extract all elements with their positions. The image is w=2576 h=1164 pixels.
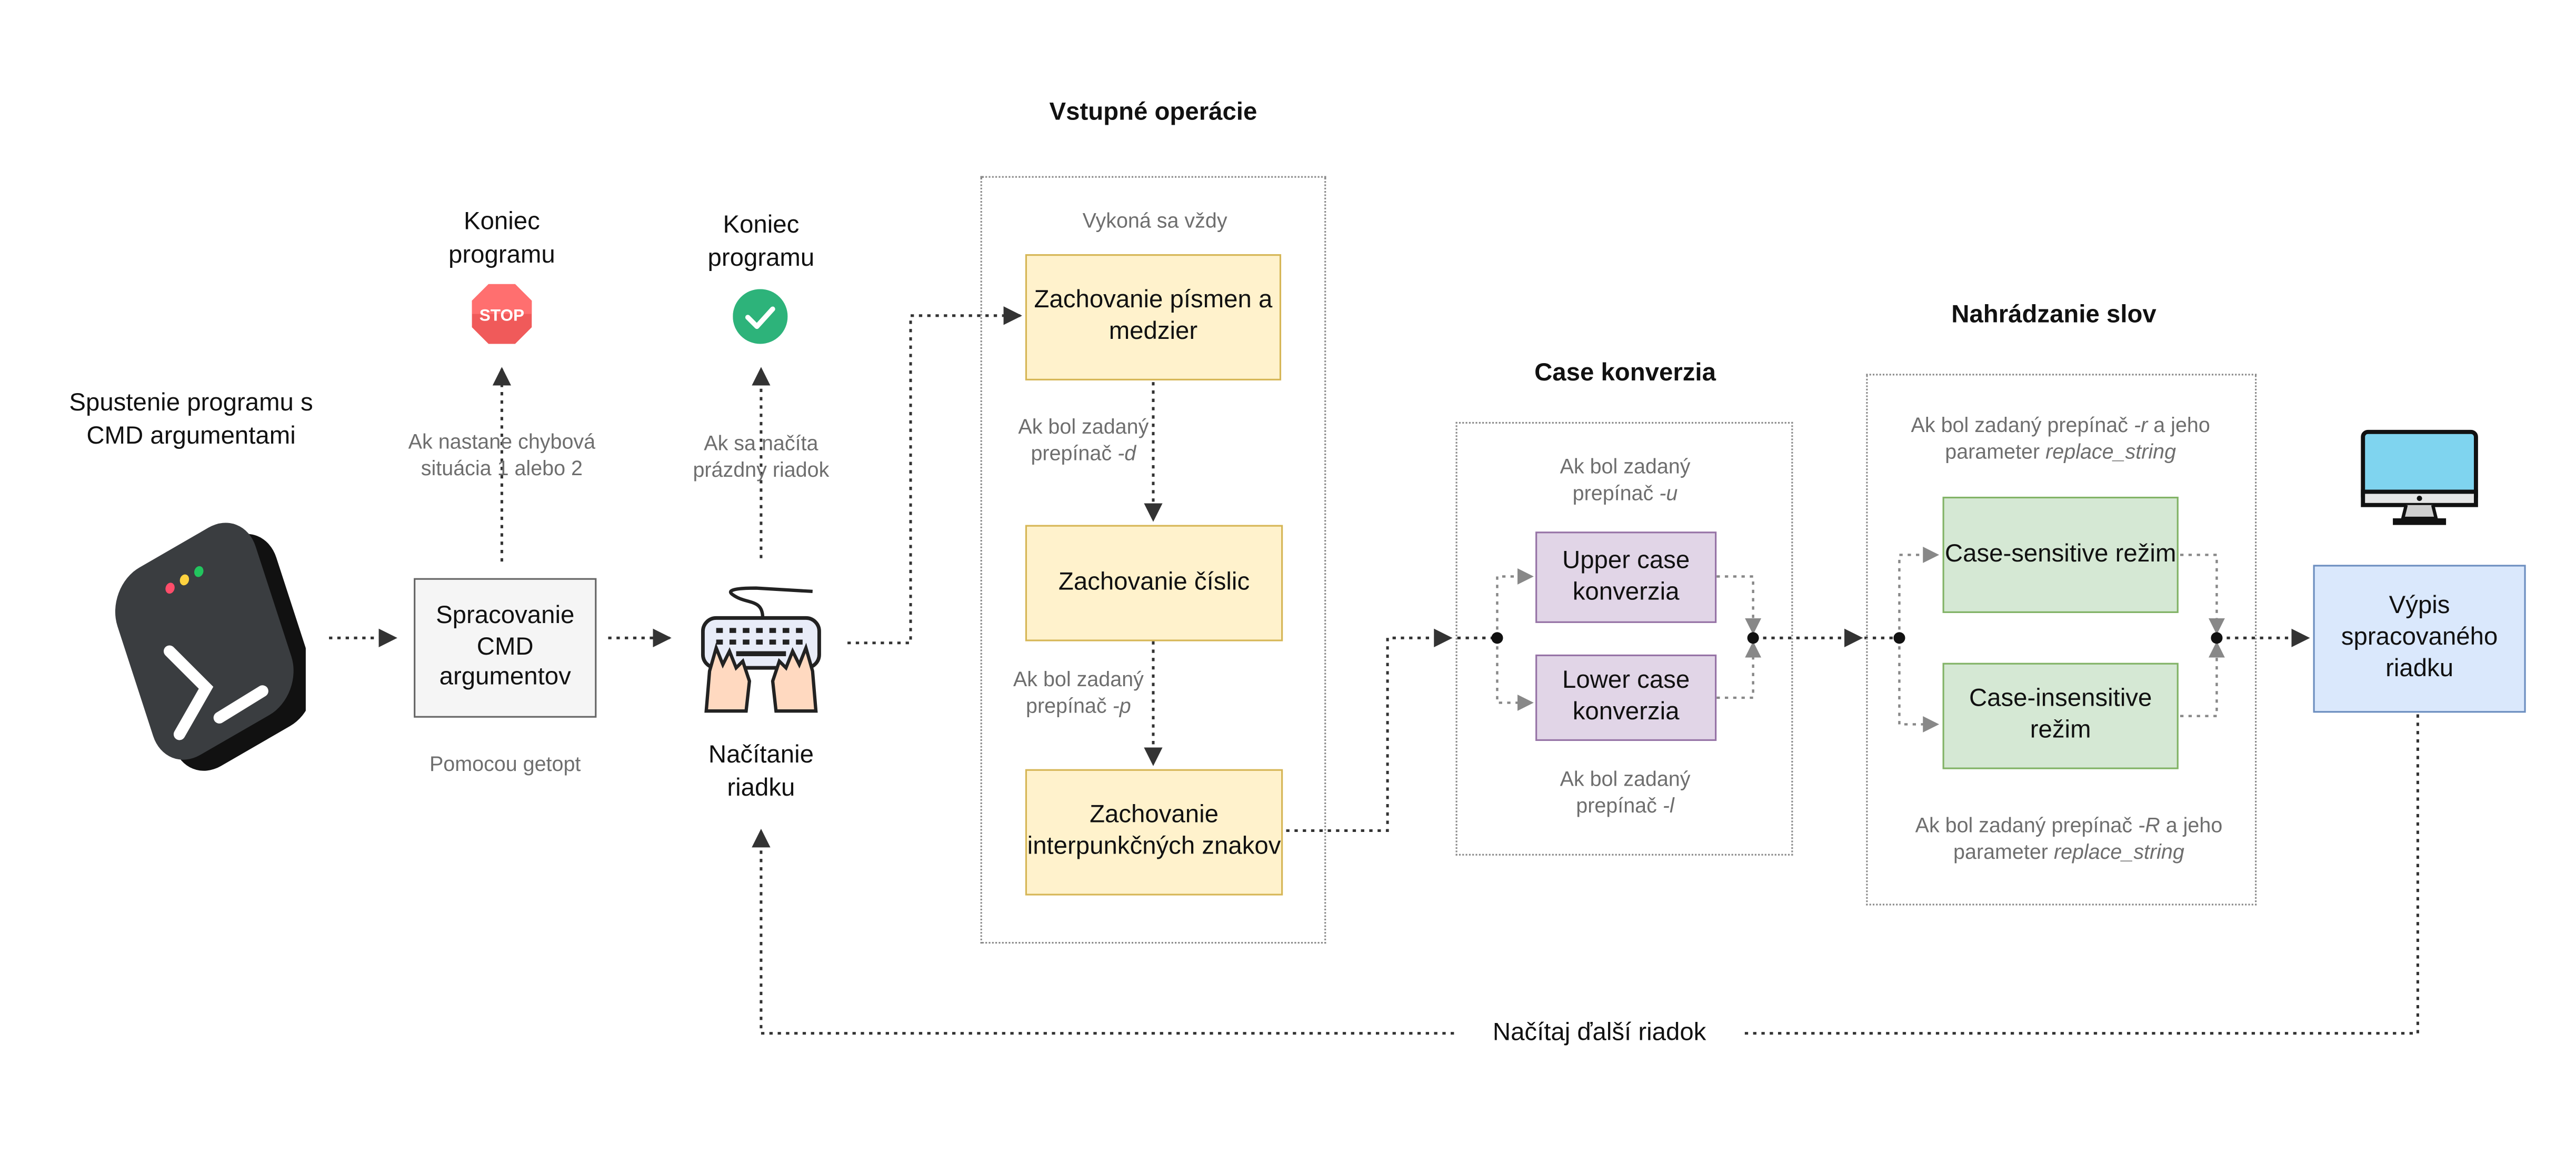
edge-upper-to-merge [1716, 575, 1762, 635]
edge-lower-to-merge [1716, 641, 1762, 699]
parse-end-label: Koniec programu [448, 207, 555, 268]
start-label: Spustenie programu s CMD argumentami [69, 388, 313, 449]
letters-box: Zachovanie písmen a medzier [1025, 254, 1282, 380]
cond-d-note: Ak bol zadaný prepínač -d [1018, 415, 1149, 465]
edge-read-to-input-ops [847, 306, 1022, 645]
edge-split-to-insensitive [1898, 638, 1940, 732]
case-merge-node [1747, 632, 1759, 644]
case-conv-group [1455, 422, 1793, 856]
output-box: Výpis spracovaného riadku [2313, 565, 2526, 713]
keyboard-hands-icon [701, 586, 821, 713]
parse-note: Pomocou getopt [429, 752, 581, 776]
cond-l-note: Ak bol zadaný prepínač -l [1560, 767, 1691, 817]
input-ops-title: Vstupné operácie [1049, 98, 1257, 126]
edge-sensitive-to-merge [2180, 554, 2225, 635]
terminal-icon [115, 523, 306, 771]
cond-u-note: Ak bol zadaný prepínač -u [1560, 455, 1691, 505]
parse-error-note: Ak nastane chybová situácia 1 alebo 2 [408, 430, 596, 480]
case-insensitive-box: Case-insensitive režim [1942, 663, 2179, 769]
digits-box: Zachovanie číslic [1025, 525, 1283, 641]
checkmark-icon [733, 289, 788, 344]
upper-case-box: Upper case konverzia [1535, 531, 1717, 623]
read-end-label: Koniec programu [707, 210, 815, 272]
replace-merge-node [2211, 632, 2223, 644]
edge-loop-back-left [1744, 714, 2419, 1035]
svg-text:STOP: STOP [480, 305, 524, 324]
stop-sign-icon: STOP [472, 284, 532, 344]
cond-r-note: Ak bol zadaný prepínač -r a jeho paramet… [1911, 414, 2210, 463]
parse-box: Spracovanie CMD argumentov [414, 578, 597, 718]
loop-label: Načítaj ďalší riadok [1492, 1018, 1706, 1047]
read-empty-note: Ak sa načíta prázdny riadok [693, 432, 830, 481]
monitor-icon [2361, 429, 2478, 525]
edge-punct-to-case [1286, 628, 1453, 832]
punct-box: Zachovanie interpunkčných znakov [1025, 769, 1283, 896]
case-conv-title: Case konverzia [1534, 358, 1716, 387]
edge-insensitive-to-merge [2180, 641, 2225, 717]
replace-group [1866, 374, 2257, 906]
replace-title: Nahrádzanie slov [1951, 300, 2156, 329]
case-split-node [1491, 632, 1503, 644]
input-always-note: Vykoná sa vždy [1082, 209, 1227, 233]
lower-case-box: Lower case konverzia [1535, 654, 1717, 741]
case-sensitive-box: Case-sensitive režim [1942, 496, 2179, 613]
edge-split-to-sensitive [1898, 546, 1940, 638]
read-label: Načítanie riadku [708, 741, 814, 802]
replace-split-node [1893, 632, 1905, 644]
input-ops-group [980, 176, 1326, 944]
cond-p-note: Ak bol zadaný prepínač -p [1013, 668, 1144, 717]
cond-R-note: Ak bol zadaný prepínač -R a jeho paramet… [1915, 814, 2223, 864]
